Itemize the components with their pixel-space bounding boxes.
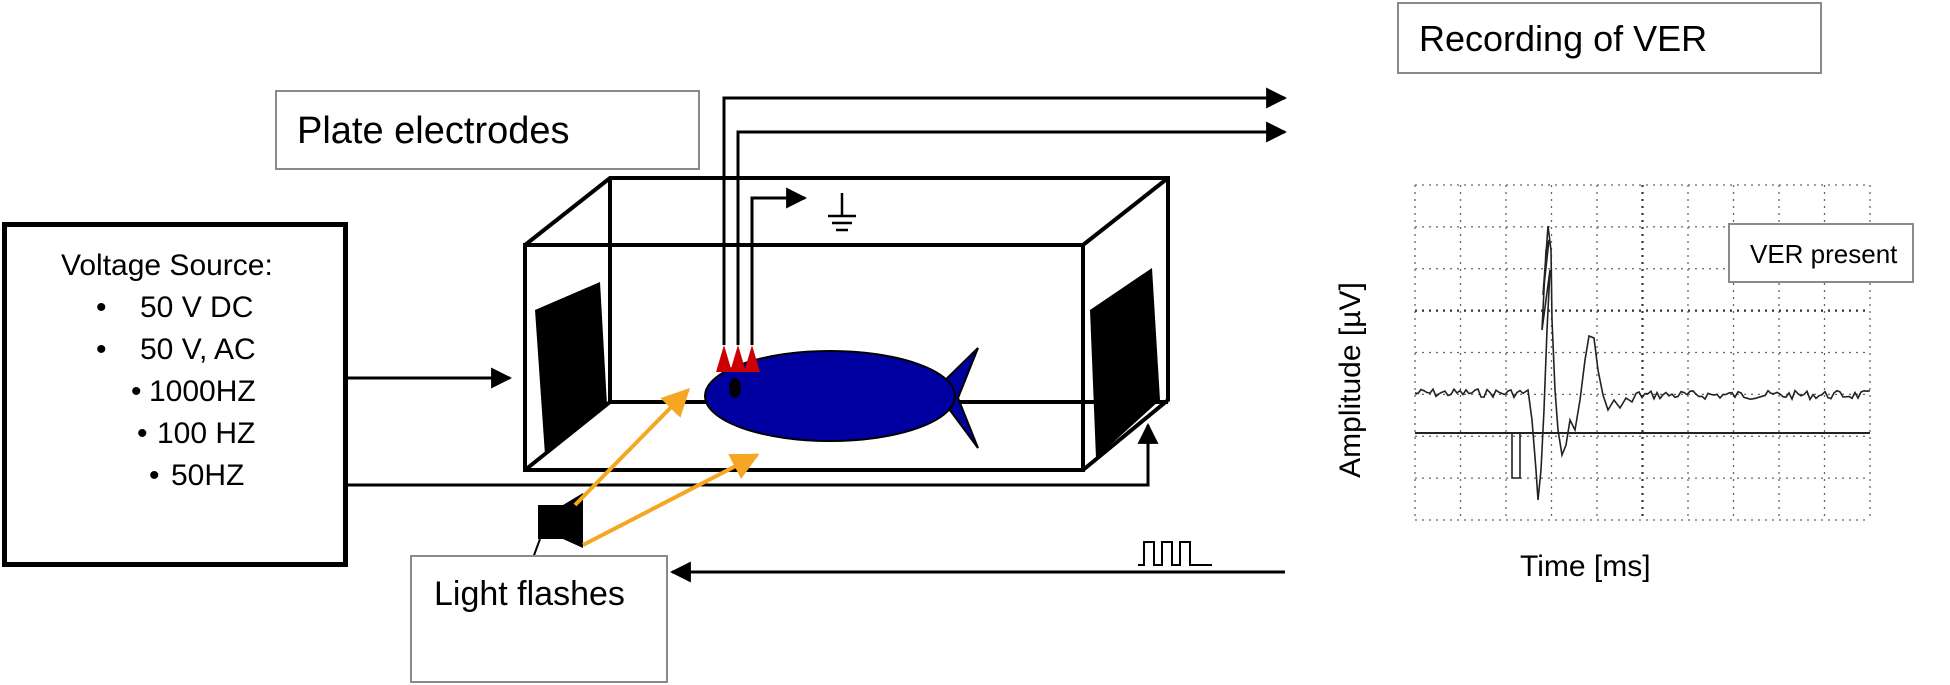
plate-electrodes-title: Plate electrodes: [297, 110, 570, 152]
voltage-item-50v-dc: 50 V DC: [140, 291, 254, 324]
plate-electrode-left: [535, 282, 607, 455]
trigger-marker: [1511, 433, 1521, 479]
voltage-wire-right-plate: [348, 422, 1159, 487]
pulse-train-icon: [1138, 541, 1212, 566]
ver-trace: [1414, 225, 1871, 501]
light-flashes-title: Light flashes: [434, 575, 625, 613]
plate-electrodes-box: Plate electrodes: [275, 90, 700, 170]
recording-title: Recording of VER: [1419, 18, 1708, 59]
light-ray-lower: [582, 453, 760, 547]
voltage-item-1000hz: 1000HZ: [149, 375, 256, 408]
voltage-item-bullet: •: [131, 375, 142, 408]
fish: [704, 347, 979, 449]
ver-present-badge: VER present: [1728, 223, 1914, 283]
voltage-item-50hz: 50HZ: [171, 459, 245, 492]
voltage-item-bullet: •: [96, 291, 107, 324]
fish-tail: [933, 347, 979, 449]
voltage-source-title: Voltage Source:: [61, 249, 273, 282]
voltage-source-box: Voltage Source: • 50 V DC • 50 V, AC • 1…: [2, 222, 348, 567]
voltage-item-50v-ac: 50 V, AC: [140, 333, 256, 366]
voltage-item-bullet: •: [137, 417, 148, 450]
light-ray-upper: [573, 388, 690, 507]
flash-lamp-icon: [532, 493, 583, 559]
light-flashes-box: Light flashes: [410, 555, 668, 683]
electrode-wires: [722, 87, 1288, 345]
fish-eye: [729, 378, 741, 398]
voltage-item-100hz: 100 HZ: [157, 417, 256, 450]
recording-electrodes: [716, 345, 760, 372]
ver-present-label: VER present: [1750, 239, 1898, 269]
plate-electrode-right: [1090, 268, 1160, 458]
fish-body: [704, 350, 956, 442]
voltage-item-bullet: •: [149, 459, 160, 492]
recording-title-box: Recording of VER: [1397, 2, 1822, 74]
voltage-item-bullet: •: [96, 333, 107, 366]
y-axis-label: Amplitude [µV]: [1334, 282, 1367, 478]
ground-icon: [828, 193, 856, 232]
x-axis-label: Time [ms]: [1520, 550, 1651, 583]
